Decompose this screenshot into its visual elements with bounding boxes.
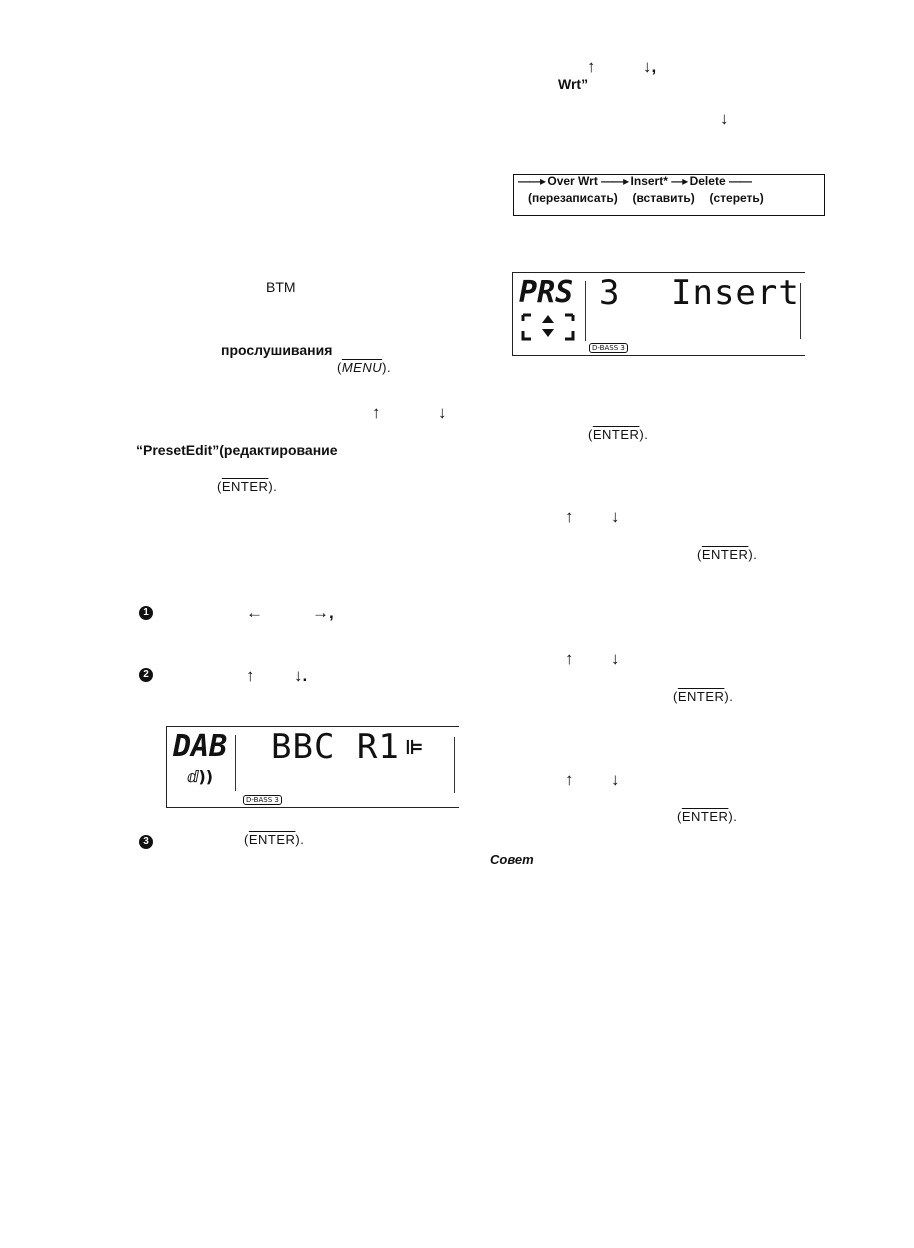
tip-heading: Совет [490,852,534,867]
listening-text: прослушивания [221,342,333,358]
down-arrow-icon: ↓ [611,770,620,789]
lcd-divider [235,735,236,791]
mode-flow-diagram: ——▸ Over Wrt ——▸ Insert* —▸ Delete —— (п… [513,174,825,216]
down-arrow-icon: ↓ [611,649,620,668]
wrt-text: Wrt” [558,76,589,92]
enter-key: (ENTER). [588,427,649,442]
lcd-right-edge [454,737,455,793]
up-arrow-icon: ↑ [587,57,596,76]
lcd-display-dab: DAB BBC R1 ⊫ ⅆ)) D-BASS 3 [166,726,459,808]
down-arrow-icon: ↓. [294,666,308,685]
signal-strength-icon: ⊫ [405,737,424,759]
step-number-2: 2 [139,668,153,682]
lcd-right-edge [800,283,801,339]
btm-text: BTM [266,279,296,295]
lcd-main-text: BBC R1 [271,727,400,767]
right-arrow-icon: →, [312,603,334,622]
flow-translations-row: (перезаписать) (вставить) (стереть) [528,191,764,205]
up-arrow-icon: ↑ [246,666,255,685]
step-number-3: 3 [139,835,153,849]
up-arrow-icon: ↑ [565,649,574,668]
lcd-mode-label: DAB [173,729,228,764]
flow-items-row: ——▸ Over Wrt ——▸ Insert* —▸ Delete —— [518,174,752,188]
up-arrow-icon: ↑ [372,403,381,422]
lcd-mode-label: PRS [519,275,574,310]
enter-key: (ENTER). [677,809,738,824]
enter-key: (ENTER). [697,547,758,562]
lcd-main-text: Insert [671,273,800,313]
flow-item-insert: Insert* [630,174,668,188]
flow-item-delete: Delete [689,174,726,188]
enter-key: (ENTER). [244,832,305,847]
up-arrow-icon: ↑ [565,507,574,526]
lcd-divider [585,281,586,341]
dbass-badge: D-BASS 3 [589,343,628,353]
menu-key: (MENU). [337,360,392,375]
enter-key: (ENTER). [673,689,734,704]
antenna-icon: ⅆ)) [187,767,214,786]
down-arrow-icon: ↓ [438,403,447,422]
dbass-badge: D-BASS 3 [243,795,282,805]
flow-translation-over-wrt: (перезаписать) [528,191,618,205]
lcd-updown-icon [521,311,575,343]
left-arrow-icon: ← [246,603,263,622]
lcd-display-insert: PRS 3 Insert D-BASS 3 [512,272,805,356]
down-arrow-icon: ↓, [643,57,657,76]
down-arrow-icon: ↓ [611,507,620,526]
up-arrow-icon: ↑ [565,770,574,789]
down-arrow-icon: ↓ [720,109,729,128]
enter-key: (ENTER). [217,479,278,494]
lcd-preset-number: 3 [599,273,620,313]
step-number-1: 1 [139,606,153,620]
flow-translation-delete: (стереть) [709,191,764,205]
preset-edit-text: “PresetEdit”(редактирование [136,442,338,458]
flow-item-over-wrt: Over Wrt [547,174,598,188]
flow-translation-insert: (вставить) [632,191,695,205]
